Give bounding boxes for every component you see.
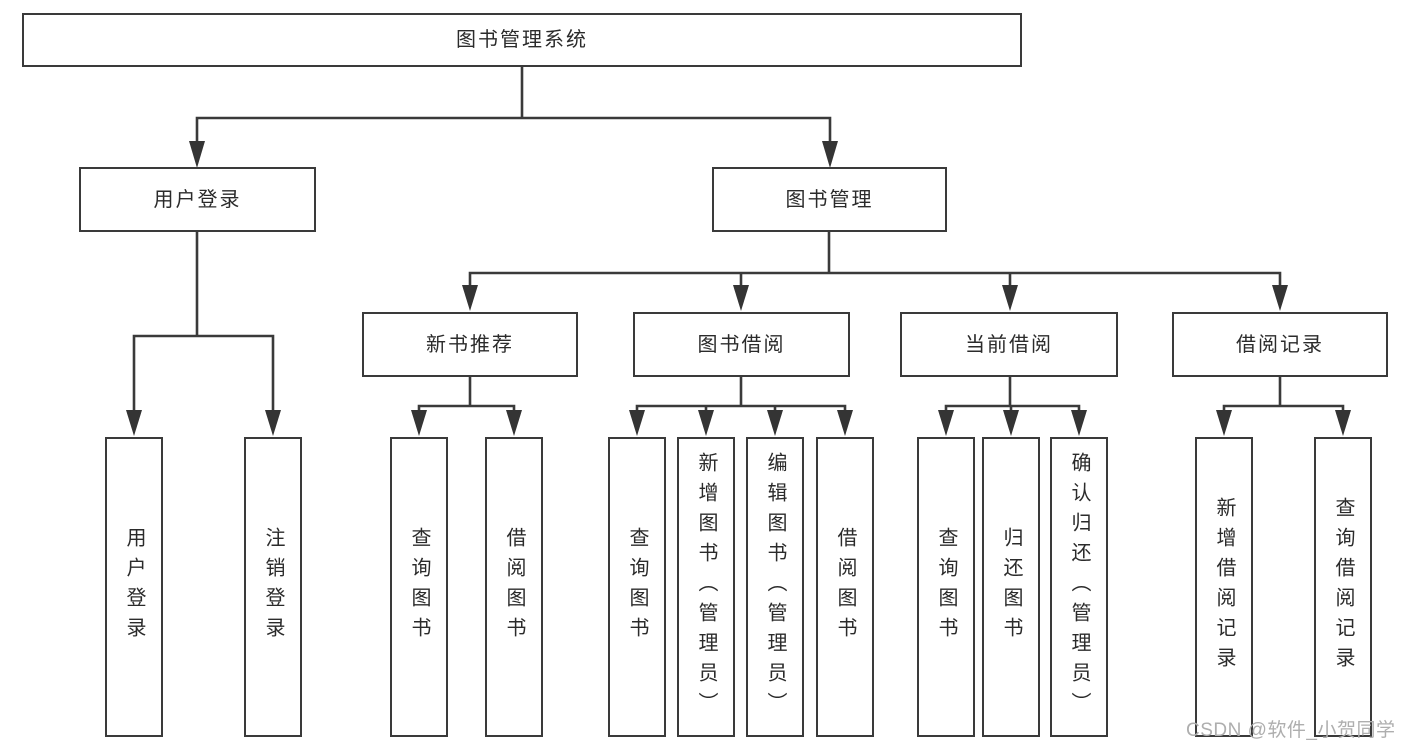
arrowhead-leaf: [629, 410, 645, 436]
node-user-login: 用户登录: [79, 167, 316, 232]
arrowhead-borrow-records: [1272, 285, 1288, 311]
leaf-query-borrow-record-label: 查询借阅记录: [1332, 497, 1354, 677]
arrowhead-user-login: [189, 141, 205, 168]
leaf-return-books: 归还图书: [982, 437, 1040, 737]
arrowhead-leaf: [837, 410, 853, 436]
arrowhead-leaf: [767, 410, 783, 436]
node-book-borrow-label: 图书借阅: [697, 333, 786, 356]
arrowhead-leaf-logout: [265, 410, 281, 436]
leaf-borrow-books-2-label: 借阅图书: [834, 527, 856, 647]
arrowhead-leaf: [1216, 410, 1232, 436]
connector-book-management-children: [468, 232, 1282, 290]
node-book-management: 图书管理: [712, 167, 947, 232]
connector-current-borrow-children: [944, 377, 1081, 413]
leaf-edit-books-admin-label: 编辑图书（管理员）: [764, 452, 786, 722]
connector-borrow-records-children: [1222, 377, 1345, 413]
leaf-borrow-books-2: 借阅图书: [816, 437, 874, 737]
leaf-return-books-label: 归还图书: [1000, 527, 1022, 647]
arrowhead-leaf: [411, 410, 427, 436]
arrowhead-new-book-recommend: [462, 285, 478, 311]
connector-user-login-children: [132, 232, 275, 413]
arrowhead-leaf: [698, 410, 714, 436]
arrowhead-current-borrow: [1002, 285, 1018, 311]
leaf-user-login: 用户登录: [105, 437, 163, 737]
node-new-book-recommend-label: 新书推荐: [426, 333, 514, 356]
leaf-logout: 注销登录: [244, 437, 302, 737]
leaf-query-books-2-label: 查询图书: [626, 527, 648, 647]
csdn-watermark: CSDN @软件_小贺同学: [1186, 720, 1396, 741]
node-root-label: 图书管理系统: [456, 29, 588, 51]
leaf-add-borrow-record: 新增借阅记录: [1195, 437, 1253, 737]
leaf-query-books-2: 查询图书: [608, 437, 666, 737]
connector-new-book-recommend-children: [417, 377, 516, 413]
node-borrow-records: 借阅记录: [1172, 312, 1388, 377]
arrowhead-leaf: [1335, 410, 1351, 436]
arrowhead-leaf: [1071, 410, 1087, 436]
leaf-query-books-1: 查询图书: [390, 437, 448, 737]
node-user-login-label: 用户登录: [153, 188, 242, 211]
node-borrow-records-label: 借阅记录: [1236, 333, 1324, 356]
arrowhead-book-management: [822, 141, 838, 168]
leaf-logout-label: 注销登录: [262, 527, 284, 647]
node-book-borrow: 图书借阅: [633, 312, 850, 377]
connector-root-to-level2: [195, 66, 832, 145]
leaf-user-login-label: 用户登录: [123, 527, 145, 647]
leaf-confirm-return-admin: 确认归还（管理员）: [1050, 437, 1108, 737]
node-root-system: 图书管理系统: [22, 13, 1022, 67]
leaf-borrow-books-1-label: 借阅图书: [503, 527, 525, 647]
leaf-add-books-admin-label: 新增图书（管理员）: [695, 452, 717, 722]
leaf-edit-books-admin: 编辑图书（管理员）: [746, 437, 804, 737]
leaf-add-books-admin: 新增图书（管理员）: [677, 437, 735, 737]
arrowhead-leaf: [938, 410, 954, 436]
node-current-borrow: 当前借阅: [900, 312, 1118, 377]
leaf-query-books-3-label: 查询图书: [935, 527, 957, 647]
leaf-query-borrow-record: 查询借阅记录: [1314, 437, 1372, 737]
leaf-confirm-return-admin-label: 确认归还（管理员）: [1068, 452, 1090, 722]
arrowhead-book-borrow: [733, 285, 749, 311]
arrowhead-leaf-user-login: [126, 410, 142, 436]
connector-book-borrow-children: [635, 377, 847, 413]
arrowhead-leaf: [1003, 410, 1019, 436]
leaf-add-borrow-record-label: 新增借阅记录: [1213, 497, 1235, 677]
leaf-borrow-books-1: 借阅图书: [485, 437, 543, 737]
leaf-query-books-1-label: 查询图书: [408, 527, 430, 647]
node-current-borrow-label: 当前借阅: [965, 333, 1053, 356]
leaf-query-books-3: 查询图书: [917, 437, 975, 737]
arrowhead-leaf: [506, 410, 522, 436]
node-new-book-recommend: 新书推荐: [362, 312, 578, 377]
node-book-management-label: 图书管理: [785, 188, 874, 211]
